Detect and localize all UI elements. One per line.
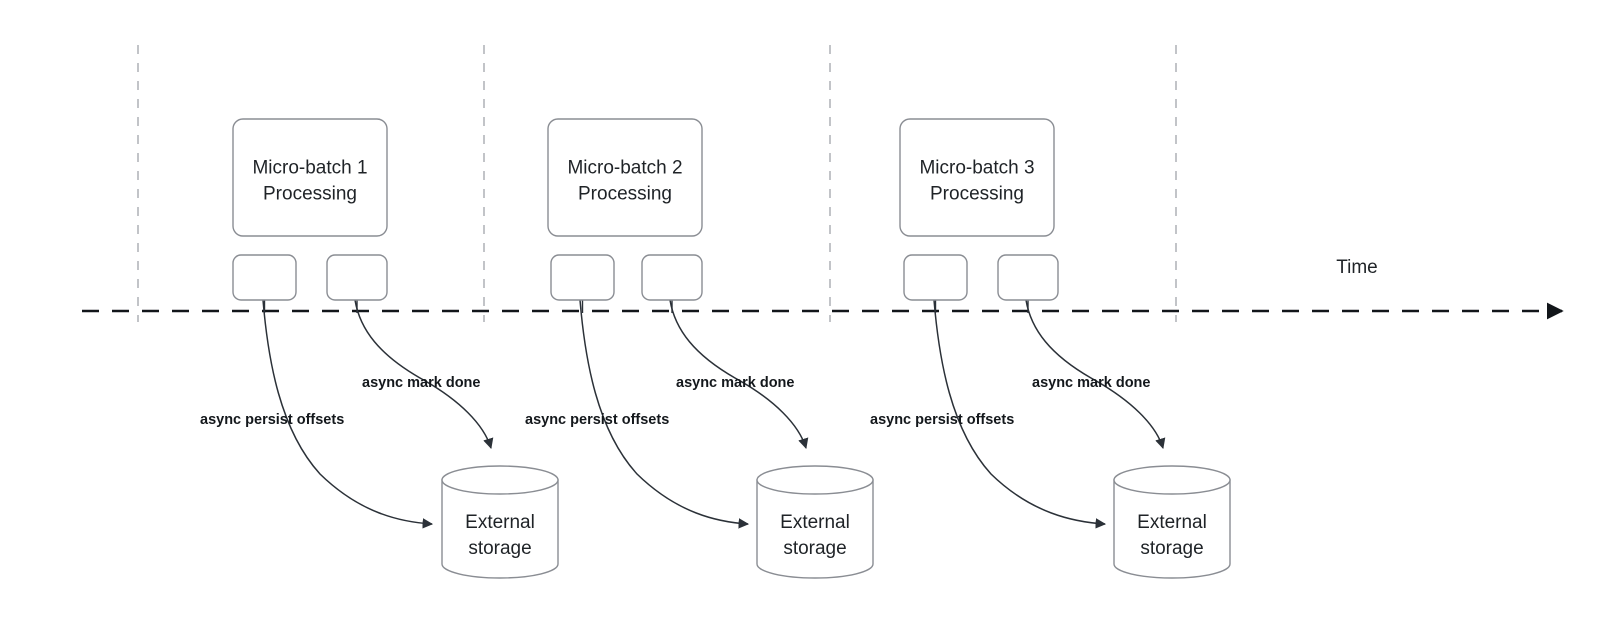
timeline-axis: Time (82, 257, 1564, 320)
mark-done-edge-label: async mark done (1032, 375, 1150, 391)
persist-offsets-task[interactable] (903, 254, 968, 301)
mark-done-edge (1025, 299, 1166, 450)
cylinder-top-ellipse (1113, 465, 1231, 495)
persist-offsets-edge-label: async persist offsets (200, 412, 344, 428)
external-storage-title: External (1137, 512, 1207, 533)
mark-done-task[interactable] (997, 254, 1059, 301)
cylinder-body (1113, 479, 1231, 579)
persist-offsets-task[interactable] (550, 254, 615, 301)
external-storage-title: External (780, 512, 850, 533)
external-storage-title: External (465, 512, 535, 533)
microbatch-box-subtitle: Processing (930, 184, 1024, 205)
microbatch-box[interactable]: Micro-batch 3 Processing (899, 118, 1055, 237)
mark-done-edge-label: async mark done (362, 375, 480, 391)
cylinder-top-ellipse (756, 465, 874, 495)
mark-done-edge-label: async mark done (676, 375, 794, 391)
microbatch-box[interactable]: Micro-batch 2 Processing (547, 118, 703, 237)
persist-offsets-edge-label: async persist offsets (525, 412, 669, 428)
mark-done-task[interactable] (641, 254, 703, 301)
external-storage-cylinder[interactable]: External storage (756, 465, 874, 579)
mark-done-edge (669, 299, 809, 450)
persist-offsets-edge (262, 299, 434, 529)
external-storage-subtitle: storage (783, 538, 846, 559)
persist-offsets-edge (933, 299, 1107, 529)
external-storage-subtitle: storage (1140, 538, 1203, 559)
mark-done-task[interactable] (326, 254, 388, 301)
persist-offsets-edge-label: async persist offsets (870, 412, 1014, 428)
edges-layer (262, 299, 1166, 529)
microbatch-box-title: Micro-batch 2 (567, 158, 682, 179)
microbatch-box-rect (899, 118, 1055, 237)
mark-done-edge (354, 299, 494, 450)
microbatch-box-title: Micro-batch 3 (919, 158, 1034, 179)
persist-offsets-task[interactable] (232, 254, 297, 301)
persist-offsets-edge (579, 299, 750, 529)
time-axis-label: Time (1336, 257, 1378, 278)
microbatch-box-title: Micro-batch 1 (252, 158, 367, 179)
microbatch-box[interactable]: Micro-batch 1 Processing (232, 118, 388, 237)
microbatch-box-subtitle: Processing (263, 184, 357, 205)
microbatch-box-rect (232, 118, 388, 237)
microbatch-box-rect (547, 118, 703, 237)
external-storage-subtitle: storage (468, 538, 531, 559)
edge-labels-layer: async persist offsets async mark done asyn… (200, 375, 1150, 428)
external-storage-cylinder[interactable]: External storage (1113, 465, 1231, 579)
cylinder-top-ellipse (441, 465, 559, 495)
cylinder-body (756, 479, 874, 579)
external-storage-cylinder[interactable]: External storage (441, 465, 559, 579)
microbatch-box-subtitle: Processing (578, 184, 672, 205)
cylinder-body (441, 479, 559, 579)
